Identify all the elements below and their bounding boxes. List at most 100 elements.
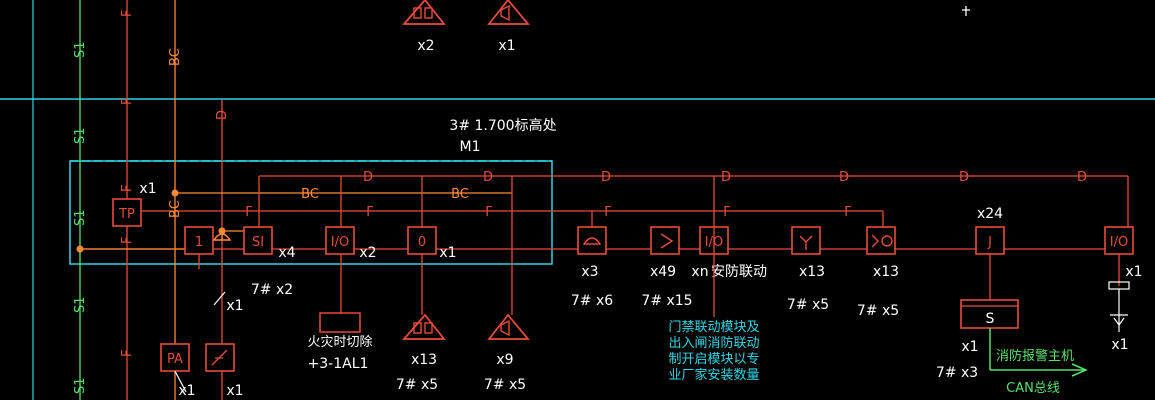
s-label: S [986, 311, 995, 327]
manual-call-point-icon [791, 226, 821, 255]
vertical-labels: S1 S1 S1 S1 S1 F F F F F BC BC D [73, 10, 230, 394]
svg-text:F: F [120, 350, 135, 357]
io-right-box [1104, 226, 1134, 255]
svg-text:F: F [723, 205, 730, 220]
wire-count: x1 [226, 298, 243, 314]
svg-text:F: F [366, 205, 373, 220]
fire-cutoff-label: 火灾时切除 [307, 334, 372, 350]
arrow-icon [1071, 363, 1088, 377]
pa-label: PA [167, 352, 183, 367]
manual-spec: 7# x5 [787, 297, 829, 313]
install-link-label: 安防联动 [711, 264, 767, 280]
door-note-2: 出入闸消防联动 [668, 335, 759, 351]
io-right-count: x1 [1125, 264, 1142, 280]
svg-text:F: F [120, 237, 135, 244]
s-box-count: x1 [961, 339, 978, 355]
cutoff-box [319, 312, 361, 333]
svg-text:D: D [959, 170, 969, 185]
io-left-box [325, 226, 355, 255]
io-left-label: I/O [331, 235, 349, 250]
svg-text:S1: S1 [73, 209, 88, 226]
speaker-icon [487, 0, 530, 25]
io-right-label: I/O [1110, 235, 1128, 250]
door-note-1: 门禁联动模块及 [668, 320, 759, 335]
speaker-below-spec: 7# x5 [484, 377, 526, 393]
si-count: x4 [278, 245, 295, 261]
power-count: x1 [226, 383, 243, 399]
svg-text:D: D [363, 170, 373, 185]
sounder-strobe-icon [866, 226, 896, 255]
svg-text:F: F [120, 98, 135, 105]
speaker-below-count: x9 [496, 352, 513, 368]
tp-label: TP [118, 207, 135, 222]
svg-text:BC: BC [168, 48, 183, 66]
svg-text:BC: BC [451, 187, 469, 202]
svg-text:J: J [987, 235, 992, 250]
can-label: CAN总线 [1006, 381, 1060, 396]
s-box [960, 299, 1019, 329]
j-box [975, 226, 1005, 255]
door-note-3: 制开启模块以专 [668, 352, 759, 367]
svg-text:F: F [604, 205, 611, 220]
svg-text:D: D [601, 170, 611, 185]
svg-text:F: F [120, 185, 135, 192]
panel-label: +3-1AL1 [308, 356, 369, 372]
zero-count: x1 [439, 245, 456, 261]
bottom-speaker-icon [487, 313, 530, 340]
sound-count: x13 [873, 264, 899, 280]
top-alarm-count: x2 [417, 38, 434, 54]
bottom-alarm-icon [402, 313, 446, 340]
svg-text:D: D [215, 110, 230, 120]
area-title: 3# 1.700标高处 [449, 117, 556, 134]
smoke-detector-icon [577, 226, 607, 255]
svg-text:F: F [245, 205, 252, 220]
pa-tick [174, 370, 187, 393]
smoke-count: x3 [581, 264, 598, 280]
svg-text:D: D [839, 170, 849, 185]
tp-box [112, 198, 142, 227]
si-box [243, 226, 273, 255]
zero-box [407, 226, 437, 255]
left-cable-spec: 7# x2 [251, 282, 293, 298]
svg-text:S1: S1 [73, 41, 88, 58]
heat-detector-icon [650, 226, 680, 255]
manual-count: x13 [799, 264, 825, 280]
host-label: 消防报警主机 [996, 348, 1074, 364]
svg-text:F: F [844, 205, 851, 220]
svg-text:D: D [721, 170, 731, 185]
junction-dot [171, 189, 179, 197]
top-speaker-count: x1 [498, 38, 515, 54]
tp-count: x1 [139, 181, 156, 197]
svg-text:BC: BC [168, 200, 183, 218]
io-main-count: xn [691, 264, 708, 280]
junction-dot [76, 245, 84, 253]
alarm-bell-icon [402, 0, 446, 25]
svg-text:F: F [120, 10, 135, 17]
small-terminal-icon [1108, 281, 1130, 332]
wire-tick [213, 291, 226, 306]
pa-count: x1 [178, 383, 195, 399]
svg-text:S1: S1 [73, 296, 88, 313]
horizontal-line-labels: D D D D D D D BC BC F F F F F F [245, 170, 1087, 220]
heat-spec: 7# x15 [641, 293, 692, 309]
s-box-spec: 7# x3 [936, 365, 978, 381]
small-right-count: x1 [1111, 337, 1128, 353]
si-label: SI [252, 235, 264, 250]
smoke-spec: 7# x6 [571, 293, 613, 309]
small-bell-icon [212, 233, 232, 241]
zero-label: 0 [418, 235, 426, 250]
top-right-mark [962, 6, 970, 16]
sound-spec: 7# x5 [857, 303, 899, 319]
svg-text:BC: BC [301, 187, 319, 202]
alarm-below-spec: 7# x5 [396, 377, 438, 393]
svg-text:S1: S1 [73, 127, 88, 144]
one-label: 1 [195, 235, 203, 250]
svg-text:D: D [483, 170, 493, 185]
heat-count: x49 [650, 264, 676, 280]
io-left-count: x2 [359, 245, 376, 261]
door-note-4: 业厂家安装数量 [668, 367, 759, 383]
j-count: x24 [977, 206, 1003, 222]
alarm-below-count: x13 [411, 352, 437, 368]
module-code: M1 [460, 139, 481, 155]
